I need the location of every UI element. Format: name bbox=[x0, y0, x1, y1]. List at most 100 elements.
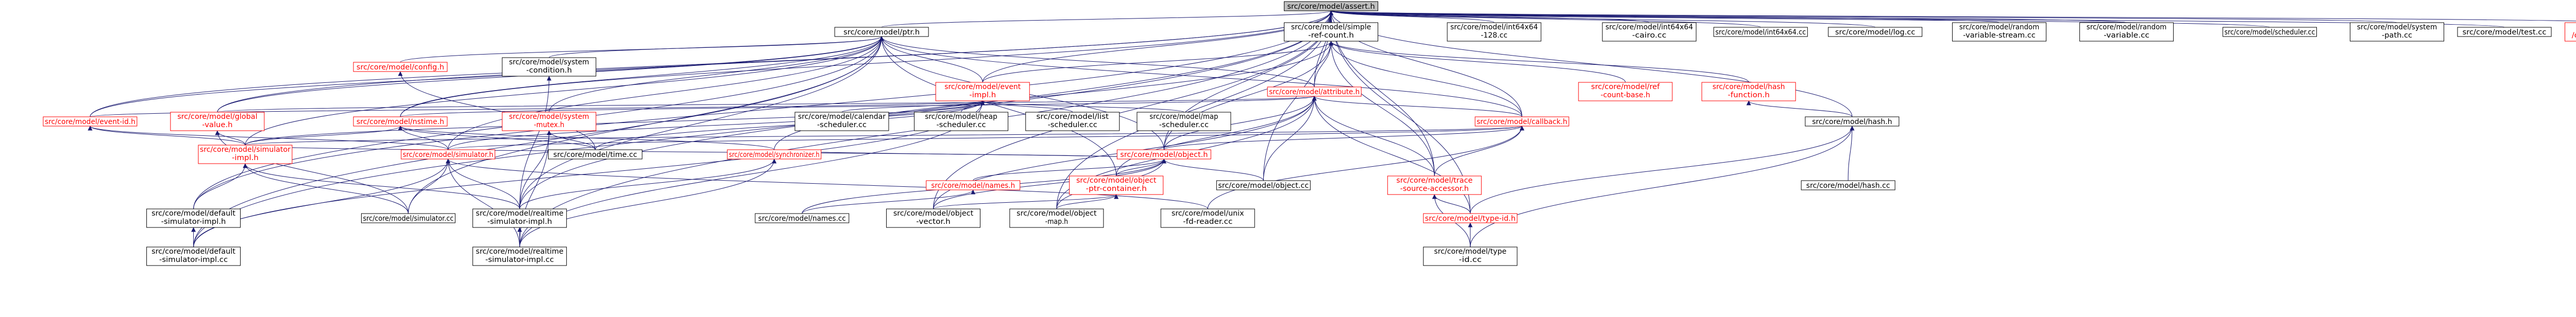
node-object-h[interactable]: src/core/model/object.h bbox=[1116, 149, 1211, 160]
node-names-h[interactable]: src/core/model/names.h bbox=[926, 180, 1021, 190]
node-box bbox=[1578, 82, 1673, 101]
edge-hash_h-to-type_id_cc bbox=[1470, 126, 1855, 248]
node-label: src/core/model/realtime bbox=[476, 248, 564, 256]
edge-attribute_h-to-callback_h bbox=[1312, 96, 1522, 117]
node-box bbox=[1009, 208, 1104, 228]
node-object-vector-h[interactable]: src/core/model/object-vector.h bbox=[886, 208, 981, 228]
edge-ptr_h-to-object_ptr_container_h bbox=[879, 36, 1117, 177]
node-event-impl-h[interactable]: src/core/model/event-impl.h bbox=[935, 82, 1030, 101]
edge-attribute_h-to-trace_source_accessor_h bbox=[1312, 96, 1435, 177]
node-label: src/core/model/scheduler.cc bbox=[2225, 28, 2315, 37]
edge-simple_ref_count_h-to-trace_source_accessor_h bbox=[1329, 41, 1435, 177]
node-label: -simulator-impl.cc bbox=[485, 256, 554, 264]
node-label: -ptr-container.h bbox=[1086, 185, 1146, 193]
node-trace-source-accessor-h[interactable]: src/core/model/trace-source-accessor.h bbox=[1387, 175, 1482, 195]
dependency-edges bbox=[88, 10, 2576, 248]
node-global-value-h[interactable]: src/core/model/global-value.h bbox=[170, 112, 265, 131]
node-label: src/core/model/random bbox=[1959, 23, 2039, 31]
node-assert-h[interactable]: src/core/model/assert.h bbox=[1284, 1, 1379, 11]
node-object-ptr-container-h[interactable]: src/core/model/object-ptr-container.h bbox=[1069, 175, 1164, 195]
edge-attribute_h-to-nstime_h bbox=[400, 96, 1316, 117]
node-default-simulator-impl-cc[interactable]: src/core/model/default-simulator-impl.cc bbox=[146, 246, 241, 266]
node-simulator-impl-h[interactable]: src/core/model/simulator-impl.h bbox=[198, 145, 293, 164]
node-object-cc[interactable]: src/core/model/object.cc bbox=[1216, 180, 1311, 190]
node-map-scheduler-cc[interactable]: src/core/model/map-scheduler.cc bbox=[1137, 112, 1231, 131]
node-time-cc[interactable]: src/core/model/time.cc bbox=[548, 149, 642, 160]
node-synchronizer-h[interactable]: src/core/model/synchronizer.h bbox=[727, 149, 822, 160]
node-calendar-scheduler-cc[interactable]: src/core/model/calendar-scheduler.cc bbox=[794, 112, 889, 131]
node-box bbox=[1713, 27, 1808, 37]
node-label: src/core/model/simulator bbox=[200, 146, 291, 154]
node-log-cc[interactable]: src/core/model/log.cc bbox=[1828, 27, 1923, 37]
edge-simulator_h-to-default_simulator_impl_cc bbox=[193, 158, 451, 248]
node-nstime-h[interactable]: src/core/model/nstime.h bbox=[353, 116, 448, 127]
node-type-id-cc[interactable]: src/core/model/type-id.cc bbox=[1423, 246, 1518, 266]
node-simulator-h[interactable]: src/core/model/simulator.h bbox=[401, 149, 496, 160]
node-label: -simulator-impl.h bbox=[161, 218, 226, 226]
node-box bbox=[1284, 1, 1379, 11]
node-config-h[interactable]: src/core/model/config.h bbox=[353, 62, 448, 72]
node-random-variable-cc[interactable]: src/core/model/random-variable.cc bbox=[2079, 22, 2174, 42]
node-object-map-h[interactable]: src/core/model/object-map.h bbox=[1009, 208, 1104, 228]
node-ref-count-base-h[interactable]: src/core/model/ref-count-base.h bbox=[1578, 82, 1673, 101]
edge-assert_h-to-global_value_h bbox=[217, 10, 1333, 113]
edge-simulator_impl_h-to-simulator_cc bbox=[243, 163, 409, 214]
edge-simple_ref_count_h-to-ref_count_base_h bbox=[1329, 41, 1626, 83]
edge-object_h-to-object_vector_h bbox=[933, 158, 1166, 209]
edge-simulator_impl_h-to-realtime_simulator_impl_h bbox=[243, 163, 520, 209]
node-box bbox=[1828, 27, 1923, 37]
node-hash-h[interactable]: src/core/model/hash.h bbox=[1805, 116, 1900, 127]
node-box bbox=[1267, 86, 1362, 97]
node-type-id-h[interactable]: src/core/model/type-id.h bbox=[1423, 213, 1518, 223]
node-system-path-cc[interactable]: src/core/model/system-path.cc bbox=[2350, 22, 2445, 42]
node-label: src/core/model/object bbox=[1076, 177, 1157, 185]
edge-attribute_h-to-object_cc bbox=[1263, 96, 1317, 181]
node-hash-function-h[interactable]: src/core/model/hash-function.h bbox=[1701, 82, 1796, 101]
edge-assert_h-to-object_vector_h bbox=[933, 10, 1334, 209]
node-label: src/core/model/type bbox=[1434, 248, 1506, 256]
node-label: src/core/model/object bbox=[1016, 209, 1097, 218]
node-unix-fd-reader-cc[interactable]: src/core/model/unix-fd-reader.cc bbox=[1160, 208, 1255, 228]
file-nodes: src/core/model/assert.h src/core/model/pt… bbox=[43, 1, 2576, 266]
node-box bbox=[935, 82, 1030, 101]
edge-trace_source_accessor_h-to-type_id_h bbox=[1432, 194, 1471, 214]
node-list-scheduler-cc[interactable]: src/core/model/list-scheduler.cc bbox=[1025, 112, 1120, 131]
node-names-cc[interactable]: src/core/model/names.cc bbox=[755, 213, 850, 223]
node-callback-h[interactable]: src/core/model/callback.h bbox=[1475, 116, 1569, 127]
node-realtime-simulator-impl-cc[interactable]: src/core/model/realtime-simulator-impl.c… bbox=[472, 246, 567, 266]
node-realtime-simulator-impl-h[interactable]: src/core/model/realtime-simulator-impl.h bbox=[472, 208, 567, 228]
edge-ptr_h-to-default_simulator_impl_cc bbox=[193, 36, 884, 248]
edge-ptr_h-to-attribute_h bbox=[879, 36, 1315, 87]
edge-ptr_h-to-nstime_h bbox=[400, 36, 884, 117]
node-box bbox=[361, 213, 455, 223]
node-random-variable-stream-cc[interactable]: src/core/model/random-variable-stream.cc bbox=[1952, 22, 2047, 42]
node-int64x64-cairo-cc[interactable]: src/core/model/int64x64-cairo.cc bbox=[1602, 22, 1697, 42]
edge-attribute_h-to-type_id_h bbox=[1312, 96, 1471, 214]
edge-event_impl_h-to-simulator_impl_h bbox=[245, 100, 985, 146]
node-system-mutex-h[interactable]: src/core/model/system-mutex.h bbox=[502, 112, 597, 131]
node-int64x64-128-cc[interactable]: src/core/model/int64x64-128.cc bbox=[1447, 22, 1541, 42]
edge-ptr_h-to-simulator_impl_h bbox=[245, 36, 884, 146]
node-system-condition-h[interactable]: src/core/model/system-condition.h bbox=[502, 57, 597, 77]
node-scheduler-cc[interactable]: src/core/model/scheduler.cc bbox=[2223, 27, 2317, 37]
node-box bbox=[794, 112, 889, 131]
node-simple-ref-count-h[interactable]: src/core/model/simple-ref-count.h bbox=[1284, 22, 1379, 42]
node-label: src/core/model/names.cc bbox=[758, 215, 846, 223]
node-openflow-interface-h[interactable]: src/openflow/model/openflow-interface.h bbox=[2564, 22, 2576, 42]
node-label: -scheduler.cc bbox=[1159, 121, 1209, 129]
node-box bbox=[401, 149, 496, 160]
node-int64x64-cc[interactable]: src/core/model/int64x64.cc bbox=[1713, 27, 1808, 37]
node-heap-scheduler-cc[interactable]: src/core/model/heap-scheduler.cc bbox=[914, 112, 1009, 131]
node-box bbox=[1069, 175, 1164, 195]
node-default-simulator-impl-h[interactable]: src/core/model/default-simulator-impl.h bbox=[146, 208, 241, 228]
node-label: src/core/model/global bbox=[177, 113, 257, 121]
node-event-id-h[interactable]: src/core/model/event-id.h bbox=[43, 116, 138, 127]
node-test-cc[interactable]: src/core/model/test.cc bbox=[2457, 27, 2552, 37]
node-attribute-h[interactable]: src/core/model/attribute.h bbox=[1267, 86, 1362, 97]
edge-object_h-to-object_ptr_container_h bbox=[1116, 158, 1166, 177]
node-ptr-h[interactable]: src/core/model/ptr.h bbox=[834, 27, 929, 37]
node-simulator-cc[interactable]: src/core/model/simulator.cc bbox=[361, 213, 455, 223]
edge-ptr_h-to-system_condition_h bbox=[549, 36, 884, 58]
node-hash-cc[interactable]: src/core/model/hash.cc bbox=[1801, 180, 1895, 190]
node-label: src/core/model/int64x64.cc bbox=[1715, 28, 1806, 37]
